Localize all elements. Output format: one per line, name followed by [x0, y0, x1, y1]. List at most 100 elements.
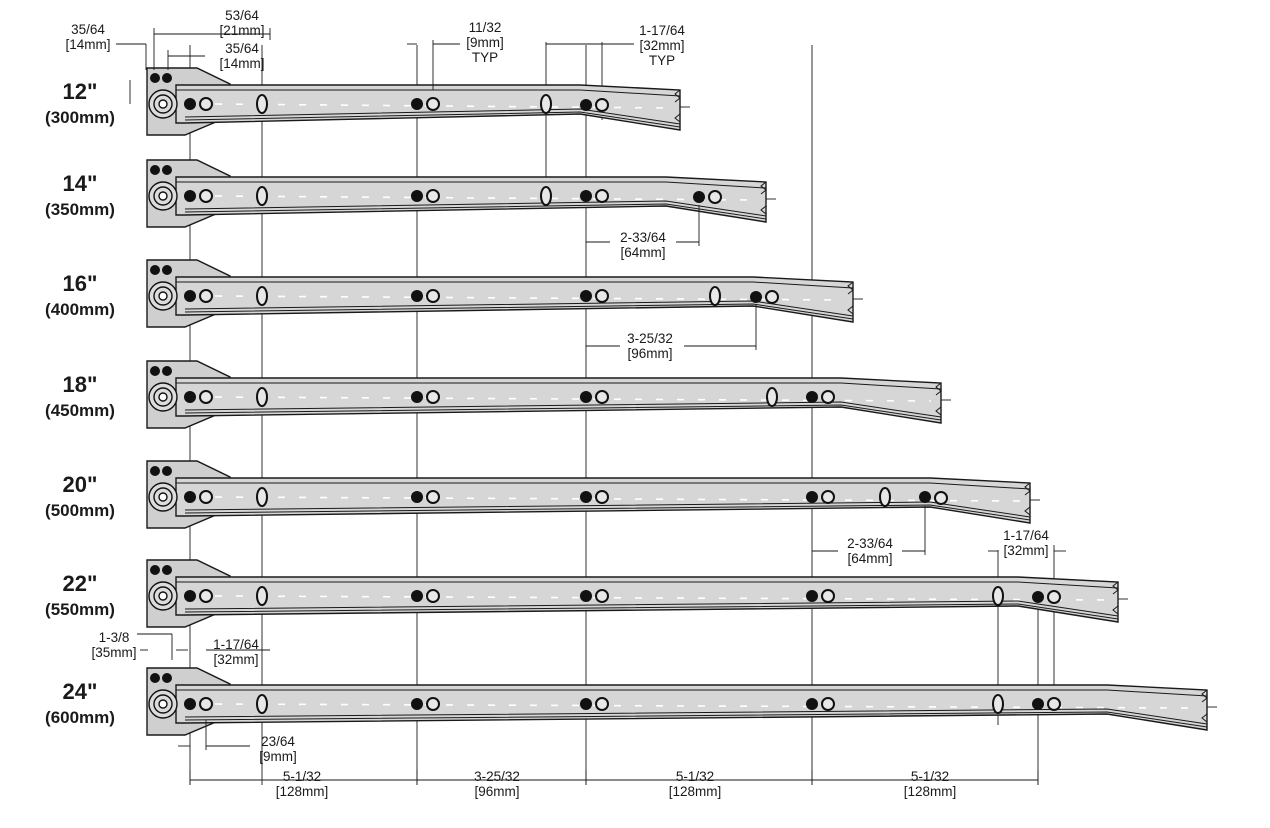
break-mark: [760, 181, 767, 215]
rail-4: [146, 460, 1040, 529]
rail-centerline: [214, 496, 1021, 502]
screw-hole: [1032, 591, 1044, 603]
rail-metric-label: (550mm): [45, 600, 115, 619]
dim-bottom-3: 5-1/32: [676, 769, 714, 784]
size-labels: 12"(300mm)14"(350mm)16"(400mm)18"(450mm)…: [45, 79, 115, 727]
slot-hole: [256, 487, 268, 507]
rail-centerline: [214, 595, 1109, 601]
guide-lines: [189, 42, 1055, 785]
screw-hole-open: [426, 589, 440, 603]
screw-hole: [411, 391, 423, 403]
rail-1: [146, 159, 776, 228]
dim-11-32: 11/32: [469, 20, 502, 35]
rail-groove: [176, 689, 1208, 697]
rail-groove: [184, 711, 1208, 728]
rail-groove: [184, 504, 1031, 521]
screw-hole-open: [426, 289, 440, 303]
dim-bottom-2: [96mm]: [474, 784, 519, 799]
dim-bottom-4: [128mm]: [904, 784, 957, 799]
dim-11-32: [9mm]: [466, 35, 504, 50]
screw-hole-open: [426, 490, 440, 504]
rail-body: [175, 176, 767, 223]
roller-ring: [153, 94, 173, 114]
dim-bottom-1: [128mm]: [276, 784, 329, 799]
bracket-hole: [150, 673, 160, 683]
roller-ring: [153, 186, 173, 206]
screw-hole: [1032, 698, 1044, 710]
rail-0: [146, 67, 690, 136]
roller-hub: [158, 699, 168, 709]
bracket-hole: [150, 366, 160, 376]
dim-1-17-64-l: 1-17/64: [213, 637, 259, 652]
dim-bottom-4: 5-1/32: [911, 769, 949, 784]
screw-hole: [580, 190, 592, 202]
screw-hole-open: [821, 390, 835, 404]
screw-hole: [580, 698, 592, 710]
screw-hole-open: [1047, 697, 1061, 711]
roller-hub: [158, 492, 168, 502]
screw-hole: [411, 98, 423, 110]
roller-hub: [158, 99, 168, 109]
screw-hole-open: [199, 589, 213, 603]
dim-1-17-64-r: 1-17/64: [1003, 528, 1049, 543]
rail-groove: [176, 482, 1031, 490]
rail-body: [175, 684, 1208, 731]
screw-hole-open: [821, 589, 835, 603]
screw-hole-open: [595, 98, 609, 112]
dim-2-33-64-a: [64mm]: [620, 245, 665, 260]
rails: [146, 67, 1217, 736]
slot-hole: [256, 286, 268, 306]
screw-hole-open: [595, 189, 609, 203]
dim-35-64-b: [14mm]: [219, 56, 264, 71]
roller-ring: [153, 487, 173, 507]
rail-groove: [176, 89, 681, 97]
screw-hole: [411, 190, 423, 202]
dim-1-3-8: [35mm]: [91, 645, 136, 660]
bracket-hole: [150, 265, 160, 275]
roller-ring: [153, 694, 173, 714]
break-mark: [847, 281, 854, 315]
rail-5: [146, 559, 1128, 628]
dim-1-17-64-r: [32mm]: [1003, 543, 1048, 558]
slot-hole: [709, 286, 721, 306]
screw-hole: [184, 698, 196, 710]
rail-metric-label: (500mm): [45, 501, 115, 520]
screw-hole-open: [821, 490, 835, 504]
rail-metric-label: (350mm): [45, 200, 115, 219]
screw-hole: [580, 491, 592, 503]
rail-size-label: 24": [63, 679, 98, 704]
rail-groove: [184, 108, 681, 125]
screw-hole-open: [934, 491, 948, 505]
rail-centerline: [214, 396, 932, 402]
dim-1-17-64-l: [32mm]: [213, 652, 258, 667]
slot-hole: [256, 186, 268, 206]
break-mark: [935, 382, 942, 416]
dim-53-64: [21mm]: [219, 23, 264, 38]
roller-hub: [158, 591, 168, 601]
screw-hole: [806, 391, 818, 403]
screw-hole: [919, 491, 931, 503]
rail-groove: [176, 382, 942, 390]
dim-2-33-64-b: 2-33/64: [847, 536, 893, 551]
screw-hole: [184, 590, 196, 602]
screw-hole: [184, 190, 196, 202]
dim-2-33-64-a: 2-33/64: [620, 230, 666, 245]
screw-hole-open: [765, 290, 779, 304]
rail-size-label: 20": [63, 472, 98, 497]
screw-hole-open: [426, 697, 440, 711]
rail-body: [175, 377, 942, 424]
slot-hole: [540, 94, 552, 114]
dim-3-25-32-a: 3-25/32: [627, 331, 673, 346]
dim-23-64: [9mm]: [259, 749, 297, 764]
rail-6: [146, 667, 1217, 736]
rail-groove: [176, 181, 767, 189]
rail-groove: [184, 303, 854, 320]
rail-metric-label: (450mm): [45, 401, 115, 420]
dim-3-25-32-a: [96mm]: [627, 346, 672, 361]
dim-35-64: 35/64: [71, 22, 105, 37]
rail-size-label: 16": [63, 271, 98, 296]
screw-hole-open: [595, 490, 609, 504]
break-mark: [1024, 482, 1031, 516]
screw-hole-open: [199, 697, 213, 711]
